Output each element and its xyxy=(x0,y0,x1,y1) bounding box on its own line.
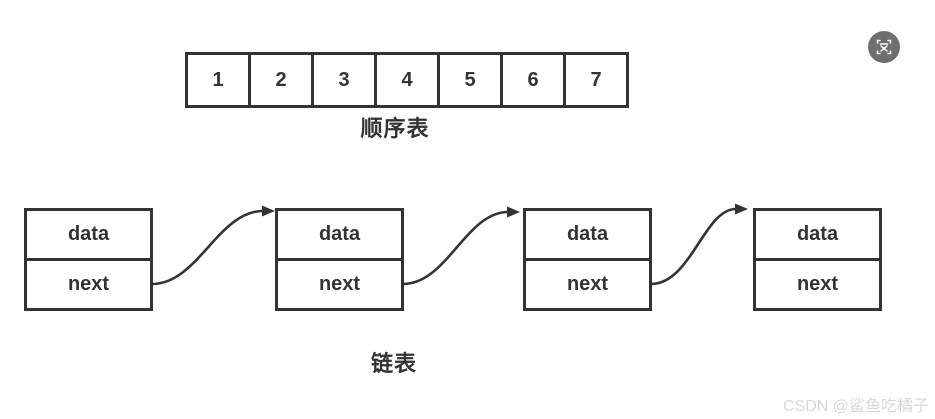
scan-text-icon xyxy=(874,37,894,57)
pointer-arrow-1 xyxy=(151,205,275,286)
node-data-cell: data xyxy=(67,223,110,245)
linked-list-label: 链表 xyxy=(370,351,417,376)
node-data-cell: data xyxy=(318,223,361,245)
pointer-arrow-2 xyxy=(402,206,520,286)
translate-image-button[interactable] xyxy=(868,31,900,63)
array-cell: 3 xyxy=(311,52,377,108)
linked-list-node: data next xyxy=(275,208,404,311)
array-cell: 6 xyxy=(500,52,566,108)
linked-list-node: data next xyxy=(753,208,882,311)
node-data-cell: data xyxy=(566,223,609,245)
sequential-list-array: 1 2 3 4 5 6 7 xyxy=(185,52,629,108)
node-next-cell: next xyxy=(27,258,150,308)
array-cell: 2 xyxy=(248,52,314,108)
watermark: CSDN @鲨鱼吃橘子 xyxy=(782,398,929,415)
array-cell: 4 xyxy=(374,52,440,108)
array-cell: 5 xyxy=(437,52,503,108)
node-next-cell: next xyxy=(526,258,649,308)
linked-list-node: data next xyxy=(24,208,153,311)
sequential-list-label: 顺序表 xyxy=(360,116,430,141)
linked-list-node: data next xyxy=(523,208,652,311)
pointer-arrow-3 xyxy=(650,203,748,286)
array-cell: 1 xyxy=(185,52,251,108)
node-next-cell: next xyxy=(278,258,401,308)
node-next-cell: next xyxy=(756,258,879,308)
array-cell: 7 xyxy=(563,52,629,108)
node-data-cell: data xyxy=(796,223,839,245)
